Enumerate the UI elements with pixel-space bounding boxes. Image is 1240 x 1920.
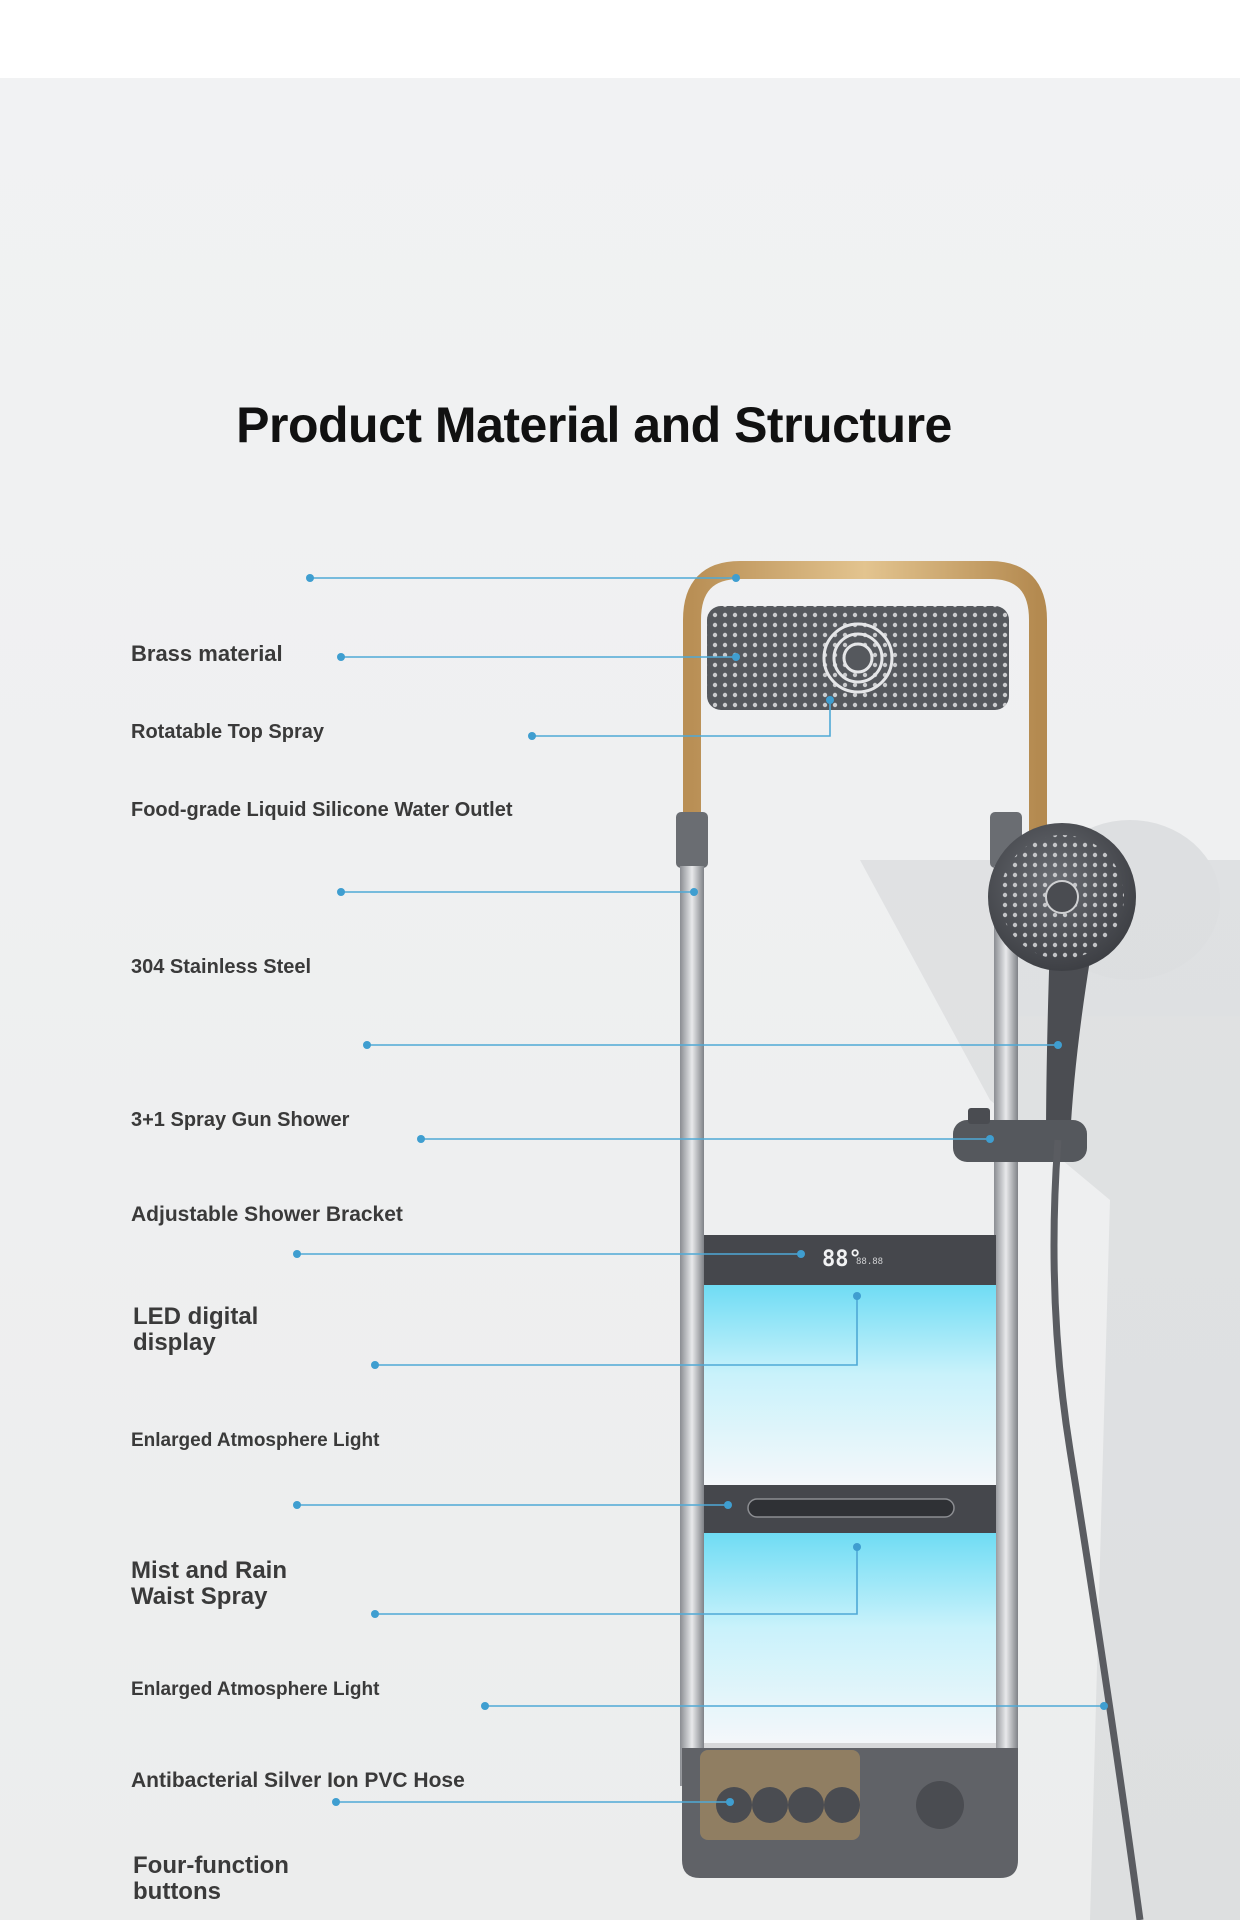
- label-waist-spray: Mist and Rain Waist Spray: [131, 1557, 288, 1610]
- left-collar: [676, 812, 708, 868]
- control-panel: [682, 1235, 1018, 1878]
- label-silicone-outlet: Food-grade Liquid Silicone Water Outlet: [131, 799, 513, 821]
- left-rail: [680, 866, 704, 1786]
- label-rotatable-top-spray: Rotatable Top Spray: [131, 721, 324, 743]
- page-title: Product Material and Structure: [236, 397, 952, 453]
- label-led-display: LED digital display: [133, 1303, 259, 1356]
- top-spray-head: [707, 606, 1009, 710]
- shower-hose: [1050, 1139, 1144, 1920]
- shower-bracket: [953, 1108, 1087, 1162]
- led-digits: 88°: [822, 1247, 862, 1272]
- label-stainless-steel: 304 Stainless Steel: [131, 956, 312, 978]
- led-subtext: 88.88: [856, 1257, 883, 1267]
- label-brass-material: Brass material: [131, 641, 283, 666]
- handheld-shower: [988, 823, 1136, 1140]
- label-pvc-hose: Antibacterial Silver Ion PVC Hose: [131, 1769, 465, 1792]
- label-atmosphere-light-2: Enlarged Atmosphere Light: [131, 1679, 380, 1700]
- label-atmosphere-light-1: Enlarged Atmosphere Light: [131, 1430, 380, 1451]
- leader-dots: [293, 574, 1108, 1806]
- label-spray-gun: 3+1 Spray Gun Shower: [131, 1109, 350, 1131]
- right-rail: [994, 866, 1018, 1786]
- brass-frame: [683, 561, 1047, 879]
- product-panel: Product Material and Structure Brass mat…: [0, 78, 1240, 1920]
- leader-lines: [297, 577, 1104, 1803]
- label-shower-bracket: Adjustable Shower Bracket: [131, 1203, 403, 1226]
- label-function-buttons: Four-function buttons: [133, 1852, 289, 1905]
